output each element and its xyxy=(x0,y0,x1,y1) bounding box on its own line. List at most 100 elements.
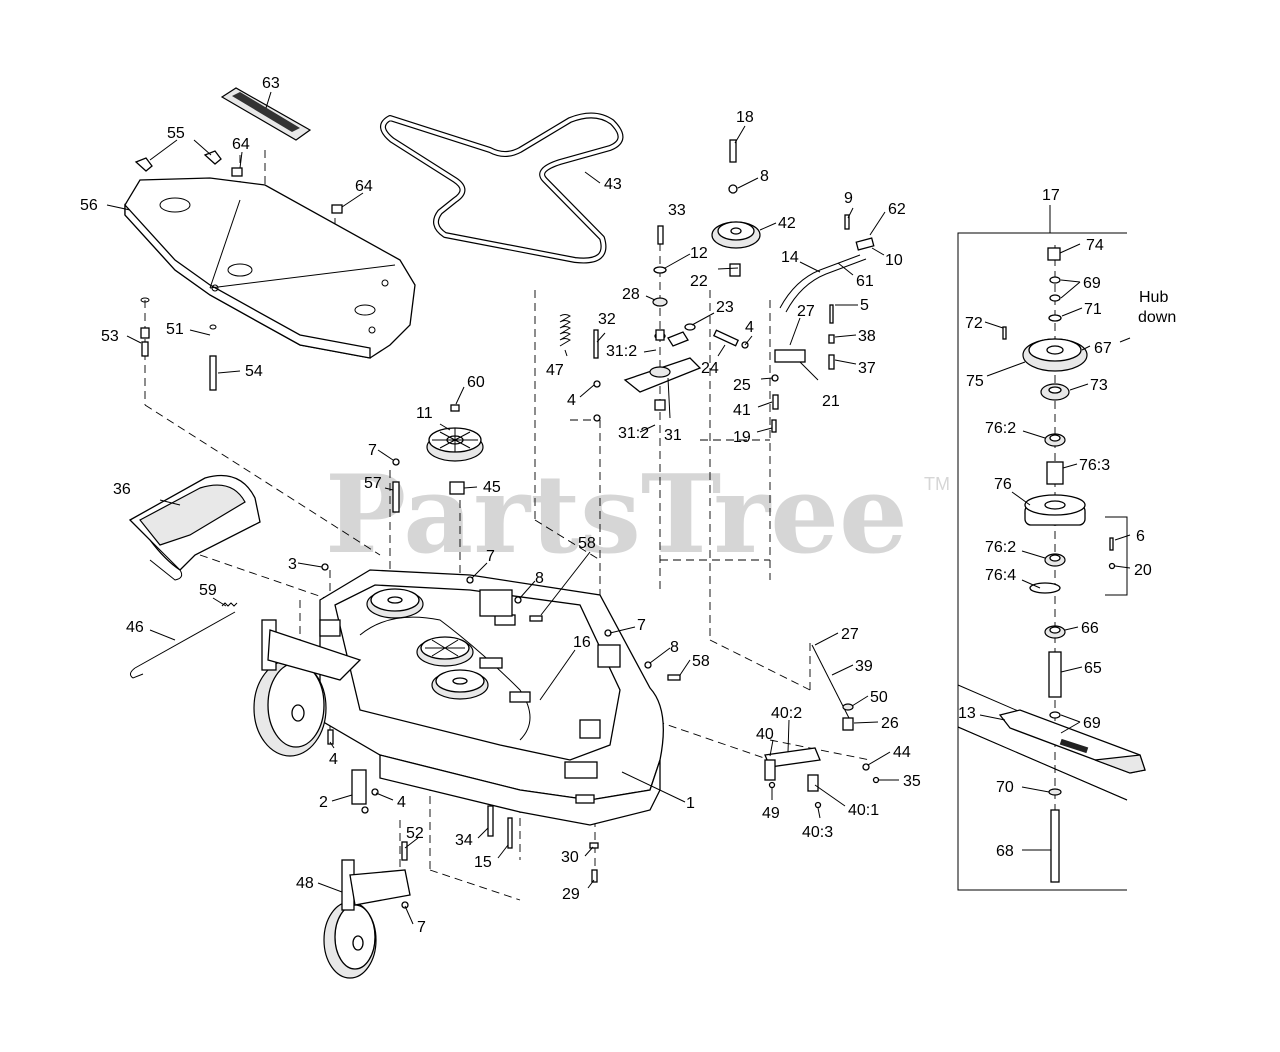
callout-4: 4 xyxy=(329,751,338,768)
callout-9: 9 xyxy=(844,190,853,207)
callout-38: 38 xyxy=(858,328,876,345)
deck-cover xyxy=(124,177,416,359)
callout-73: 73 xyxy=(1090,377,1108,394)
callout-17: 17 xyxy=(1042,187,1060,204)
callout-41: 41 xyxy=(733,402,751,419)
callout-59: 59 xyxy=(199,582,217,599)
chute-rod xyxy=(129,602,238,679)
drive-belt xyxy=(380,112,624,264)
cover-fasteners xyxy=(140,297,217,391)
cover-clips xyxy=(134,150,343,214)
trademark: TM xyxy=(924,474,950,494)
watermark: PartsTree xyxy=(325,452,908,578)
callout-8: 8 xyxy=(535,570,544,587)
leader-lines xyxy=(106,91,1131,925)
note-hub: Hub xyxy=(1139,289,1168,306)
callout-67: 67 xyxy=(1094,340,1112,357)
callout-12: 12 xyxy=(690,245,708,262)
mower-deck xyxy=(319,569,664,826)
callout-36: 36 xyxy=(113,481,131,498)
callout-27: 27 xyxy=(797,303,815,320)
callout-75: 75 xyxy=(966,373,984,390)
callout-66: 66 xyxy=(1081,620,1099,637)
callout-37: 37 xyxy=(858,360,876,377)
callout-2: 2 xyxy=(319,794,328,811)
callout-21: 21 xyxy=(822,393,840,410)
callout-34: 34 xyxy=(455,832,473,849)
callout-7: 7 xyxy=(486,548,495,565)
callout-28: 28 xyxy=(622,286,640,303)
callout-64: 64 xyxy=(355,178,373,195)
callout-19: 19 xyxy=(733,429,751,446)
callout-40: 40 xyxy=(756,726,774,743)
callout-69: 69 xyxy=(1083,275,1101,292)
callout-55: 55 xyxy=(167,125,185,142)
front-caster-wheel xyxy=(253,619,362,757)
callout-43: 43 xyxy=(604,176,622,193)
callout-76-2: 76:2 xyxy=(985,420,1016,437)
callout-57: 57 xyxy=(364,475,382,492)
callout-3: 3 xyxy=(288,556,297,573)
callout-4: 4 xyxy=(397,794,406,811)
callout-50: 50 xyxy=(870,689,888,706)
callout-76: 76 xyxy=(994,476,1012,493)
height-adjust-bracket xyxy=(764,644,880,809)
callout-27: 27 xyxy=(841,626,859,643)
callout-40-3: 40:3 xyxy=(802,824,833,841)
callout-32: 32 xyxy=(598,311,616,328)
callout-20: 20 xyxy=(1134,562,1152,579)
mower-blade xyxy=(998,709,1146,774)
callout-71: 71 xyxy=(1084,301,1102,318)
callout-4: 4 xyxy=(567,392,576,409)
callout-22: 22 xyxy=(690,273,708,290)
callout-63: 63 xyxy=(262,75,280,92)
callout-68: 68 xyxy=(996,843,1014,860)
callout-4: 4 xyxy=(745,319,754,336)
decal-plate xyxy=(220,87,312,141)
callout-8: 8 xyxy=(760,168,769,185)
callout-58: 58 xyxy=(692,653,710,670)
callout-11: 11 xyxy=(416,405,433,422)
callout-23: 23 xyxy=(716,299,734,316)
callout-52: 52 xyxy=(406,825,424,842)
callout-26: 26 xyxy=(881,715,899,732)
callout-13: 13 xyxy=(958,705,976,722)
callout-7: 7 xyxy=(637,617,646,634)
callout-25: 25 xyxy=(733,377,751,394)
callout-64: 64 xyxy=(232,136,250,153)
callout-42: 42 xyxy=(778,215,796,232)
callout-58: 58 xyxy=(578,535,596,552)
callout-35: 35 xyxy=(903,773,921,790)
callout-40-2: 40:2 xyxy=(771,705,802,722)
callout-39: 39 xyxy=(855,658,873,675)
callout-labels: 63 55 64 64 56 51 53 54 43 18 8 42 33 12… xyxy=(80,75,1176,936)
callout-33: 33 xyxy=(668,202,686,219)
callout-31-2: 31:2 xyxy=(606,343,637,360)
callout-49: 49 xyxy=(762,805,780,822)
rear-caster-wheel xyxy=(323,859,411,979)
callout-7: 7 xyxy=(368,442,377,459)
callout-1: 1 xyxy=(686,795,695,812)
spindle-assembly xyxy=(957,232,1128,891)
callout-8: 8 xyxy=(670,639,679,656)
callout-76-4: 76:4 xyxy=(985,567,1016,584)
callout-47: 47 xyxy=(546,362,564,379)
callout-74: 74 xyxy=(1086,237,1104,254)
callout-10: 10 xyxy=(885,252,903,269)
callout-70: 70 xyxy=(996,779,1014,796)
callout-30: 30 xyxy=(561,849,579,866)
note-down: down xyxy=(1138,309,1176,326)
callout-24: 24 xyxy=(701,360,719,377)
callout-16: 16 xyxy=(573,634,591,651)
callout-45: 45 xyxy=(483,479,501,496)
idler-assembly xyxy=(593,139,779,433)
callout-61: 61 xyxy=(856,273,874,290)
callout-51: 51 xyxy=(166,321,184,338)
discharge-chute xyxy=(128,474,261,581)
callout-29: 29 xyxy=(562,886,580,903)
callout-48: 48 xyxy=(296,875,314,892)
callout-76-2: 76:2 xyxy=(985,539,1016,556)
lift-lever xyxy=(774,214,875,370)
callout-54: 54 xyxy=(245,363,263,380)
